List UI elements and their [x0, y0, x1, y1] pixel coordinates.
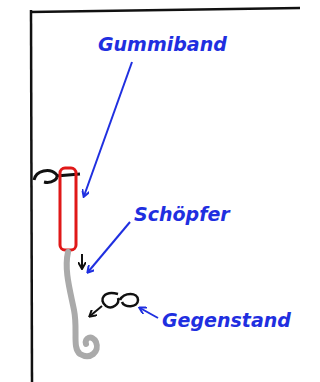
leader-arrow [88, 222, 130, 272]
part-label: Schöpfer [134, 204, 230, 225]
object-arrow [90, 306, 102, 316]
rubber-band [60, 168, 76, 250]
object [102, 293, 138, 307]
hook [34, 171, 80, 183]
frame-side [31, 10, 32, 382]
part-label: Gummiband [98, 34, 227, 55]
down-arrow [81, 254, 83, 268]
part-label: Gegenstand [162, 310, 291, 331]
frame-top [30, 8, 300, 12]
leader-arrow [84, 62, 132, 196]
leader-arrow [140, 308, 158, 318]
